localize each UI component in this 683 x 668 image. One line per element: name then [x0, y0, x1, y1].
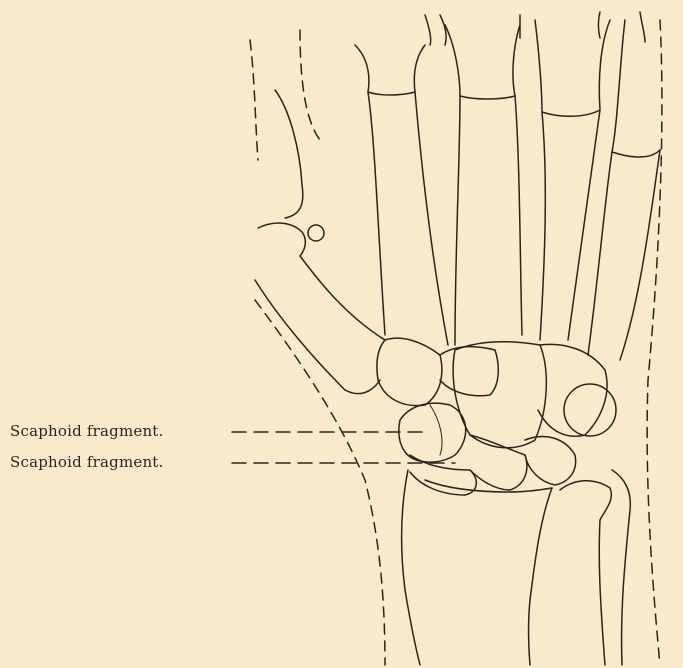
scaphoid-fragment-label-2: Scaphoid fragment. [10, 453, 164, 471]
second-metacarpal [355, 45, 448, 345]
radius [402, 470, 552, 665]
third-metacarpal [445, 25, 522, 345]
fifth-metacarpal [588, 20, 660, 360]
triquetrum [525, 436, 576, 485]
lunate [470, 435, 527, 490]
fourth-metacarpal [535, 20, 610, 340]
soft-tissue-line-top-left [250, 40, 258, 160]
ulna [560, 470, 630, 665]
trapezoid [440, 347, 498, 396]
pisiform [564, 384, 616, 436]
trapezium [377, 338, 442, 405]
ulnar-soft-tissue-line [647, 20, 662, 665]
carpal-bones [377, 338, 616, 495]
scaphoid-fragment-label-1: Scaphoid fragment. [10, 422, 164, 440]
radial-soft-tissue-line-outer [255, 300, 385, 665]
first-metacarpal [255, 90, 385, 394]
thumb-soft-tissue-line [300, 30, 320, 140]
leader-lines [232, 432, 455, 463]
proximal-phalanges-fragments [425, 12, 645, 45]
